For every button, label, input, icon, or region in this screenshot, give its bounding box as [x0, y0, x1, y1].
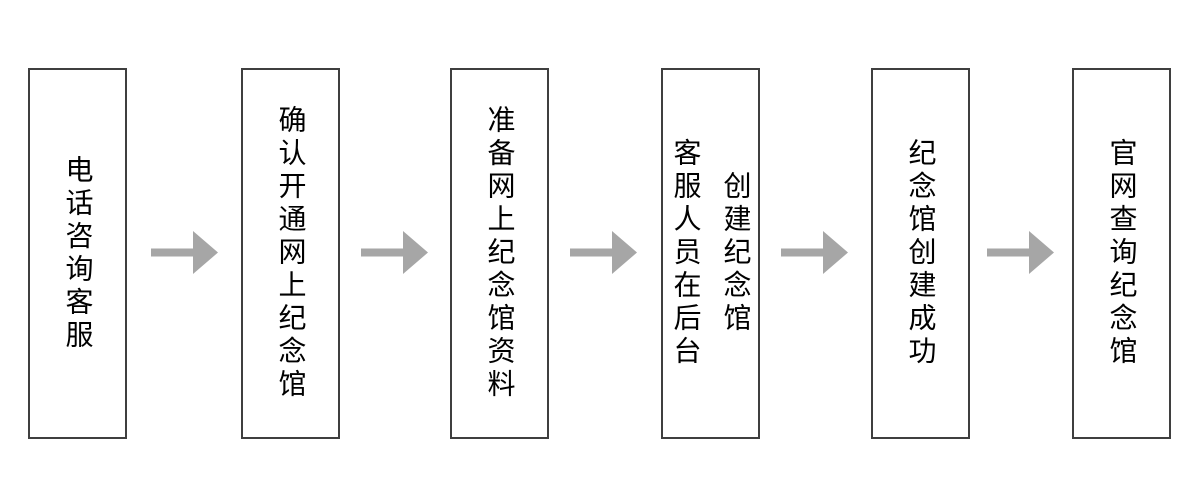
flow-step-5: 纪念馆创建成功 [871, 68, 970, 439]
flow-step-6: 官网查询纪念馆 [1072, 68, 1171, 439]
arrow-right-icon [987, 231, 1054, 274]
flow-step-6-label: 官网查询纪念馆 [1106, 138, 1138, 369]
flow-step-1: 电话咨询客服 [28, 68, 127, 439]
flow-step-1-label: 电话咨询客服 [62, 154, 94, 353]
arrow-right-icon [570, 231, 637, 274]
arrow-right-icon [781, 231, 848, 274]
flow-step-2: 确认开通网上纪念馆 [241, 68, 340, 439]
flow-step-4-label: 客服人员在后台 创建纪念馆 [670, 138, 752, 369]
flow-step-4: 客服人员在后台 创建纪念馆 [661, 68, 760, 439]
flow-step-5-label: 纪念馆创建成功 [905, 138, 937, 369]
flow-step-3-label: 准备网上纪念馆资料 [484, 105, 516, 402]
arrow-right-icon [361, 231, 428, 274]
flow-step-3: 准备网上纪念馆资料 [450, 68, 549, 439]
flow-step-2-label: 确认开通网上纪念馆 [275, 105, 307, 402]
arrow-right-icon [151, 231, 218, 274]
